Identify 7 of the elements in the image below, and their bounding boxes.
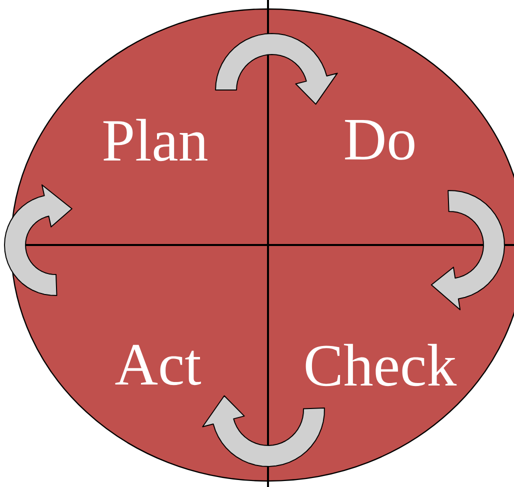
curved-arrow	[202, 395, 325, 467]
quadrant: Act	[10, 244, 269, 482]
quadrant: Plan	[10, 8, 269, 246]
curved-arrow	[4, 184, 72, 296]
quadrant: Do	[267, 8, 514, 246]
quadrant: Check	[267, 244, 514, 482]
curved-arrow	[430, 190, 505, 310]
